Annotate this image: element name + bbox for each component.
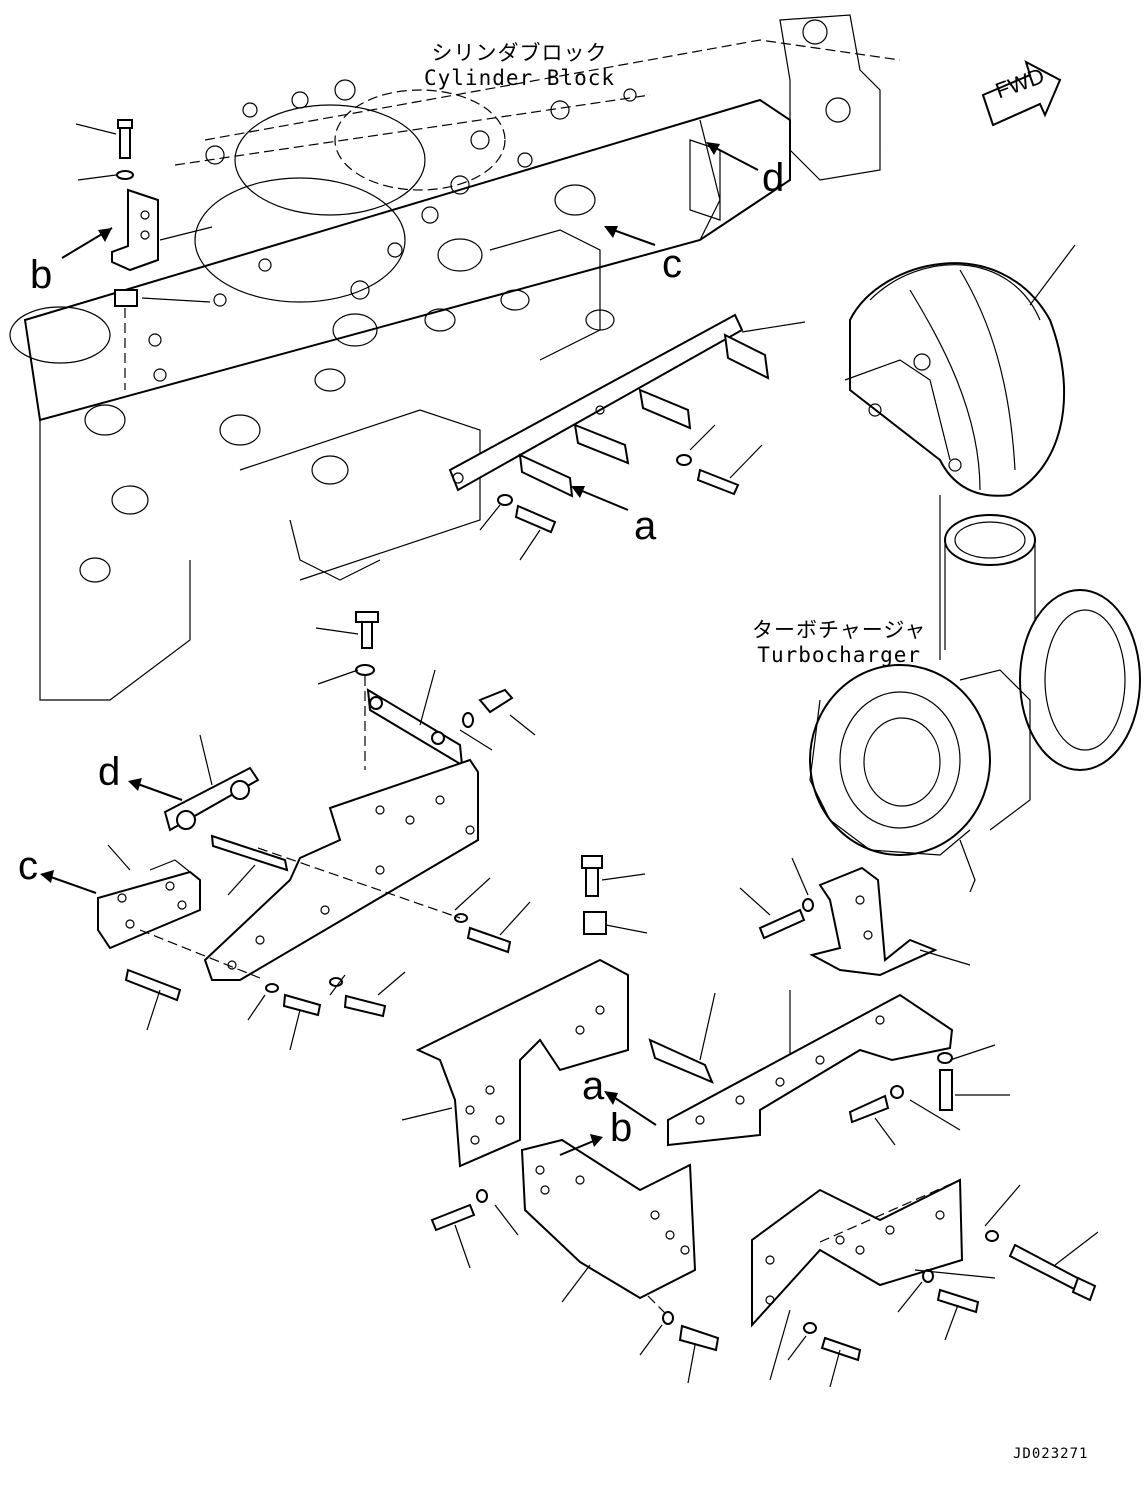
lower-left-bracket-assembly [203, 611, 536, 981]
bracket-c-lower [40, 844, 201, 1031]
callout-d-upper: d [762, 156, 785, 200]
bracket-d-lower [128, 734, 289, 896]
turbo-bracket-right [739, 857, 1010, 1146]
fasteners-bottom [639, 1179, 961, 1388]
callout-d-lower: d [98, 750, 121, 794]
cylinder-block-drawing [9, 14, 901, 701]
bolt-spacer-middle [581, 855, 648, 935]
bracket-b-lower [430, 1134, 697, 1303]
turbo-heat-shield [844, 244, 1076, 660]
callout-a-upper: a [634, 504, 657, 548]
turbocharger-label-jp: ターボチャージャ [752, 618, 927, 642]
bracket-lower-right [751, 1178, 1099, 1381]
turbocharger-label-en: Turbocharger [757, 643, 922, 667]
upper-mount-rail [448, 313, 806, 561]
lower-center-rail [604, 990, 954, 1147]
bracket-b-upper [61, 119, 213, 390]
turbocharger-label: ターボチャージャ Turbocharger [752, 620, 926, 666]
document-id: JD023271 [1013, 1446, 1089, 1462]
callout-a-lower: a [582, 1064, 605, 1108]
lower-center-plate [401, 958, 629, 1168]
fasteners-middle [139, 847, 531, 1051]
turbocharger-drawing [809, 514, 1141, 893]
callout-b-lower: b [610, 1106, 633, 1150]
forward-arrow-icon [981, 59, 1062, 127]
callout-b-upper: b [30, 253, 53, 297]
callout-c-lower: c [18, 844, 38, 888]
cylinder-block-label: シリンダブロック Cylinder Block [424, 43, 615, 89]
callout-c-upper: c [662, 242, 682, 286]
callout-arrows-upper [571, 142, 759, 511]
cylinder-block-label-en: Cylinder Block [424, 66, 616, 90]
cylinder-block-label-jp: シリンダブロック [431, 41, 608, 65]
